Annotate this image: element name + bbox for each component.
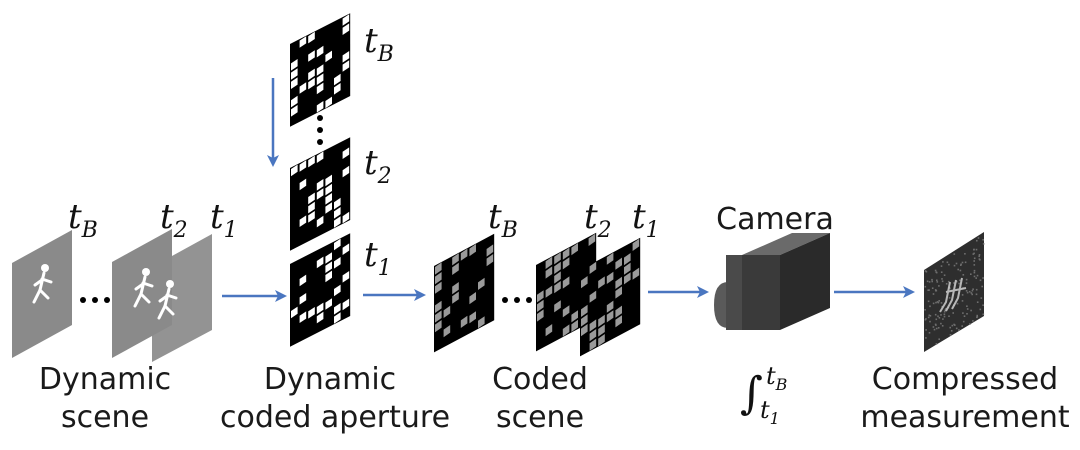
coded-scene-label-line1: Coded [492, 362, 588, 397]
dynamic-scene-frames [12, 229, 212, 362]
mask-label-tB: tB [364, 21, 394, 67]
coded-scene-frame-t1 [580, 237, 641, 357]
coded-label-t2: t2 [584, 197, 612, 243]
integral-symbol: ∫ [740, 368, 763, 419]
coded-aperture-label-line2: coded aperture [220, 400, 451, 435]
dynamic-scene-label-line1: Dynamic [38, 362, 172, 397]
integral-lower-limit: t1 [760, 396, 780, 428]
scene-ellipsis [80, 297, 110, 303]
coded-aperture-label-line1: Dynamic [263, 362, 397, 397]
scene-label-tB: tB [68, 197, 98, 243]
coded-scene-label-line2: scene [495, 400, 585, 435]
runner-figure-tB [32, 264, 53, 304]
scene-label-t2: t2 [160, 197, 188, 243]
coded-label-tB: tB [488, 197, 518, 243]
runner-figure-t1 [157, 280, 178, 320]
coded-scene-frame-tB [434, 233, 495, 353]
coded-ellipsis [502, 297, 532, 303]
camera-icon [714, 233, 830, 330]
coded-label-t1: t1 [632, 197, 660, 243]
mask-label-t1: t1 [364, 235, 392, 281]
camera-label: Camera [716, 202, 834, 237]
measurement-label-line1: Compressed [871, 362, 1059, 397]
scene-frame-t1 [152, 234, 212, 362]
coded-aperture-mask-t1 [290, 233, 351, 347]
coded-aperture-mask-tB [290, 13, 351, 127]
dynamic-scene-label-line2: scene [60, 400, 150, 435]
flow-arrows [222, 78, 915, 302]
scene-label-t1: t1 [210, 197, 238, 243]
mask-label-t2: t2 [364, 143, 392, 189]
compressed-measurement-image [924, 232, 985, 352]
measurement-label-line2: measurement [860, 400, 1070, 435]
mask-vertical-dots [317, 115, 323, 145]
coded-aperture-mask-t2 [290, 137, 351, 251]
integral-upper-limit: tB [766, 362, 788, 394]
runner-figure-t2 [133, 268, 154, 308]
